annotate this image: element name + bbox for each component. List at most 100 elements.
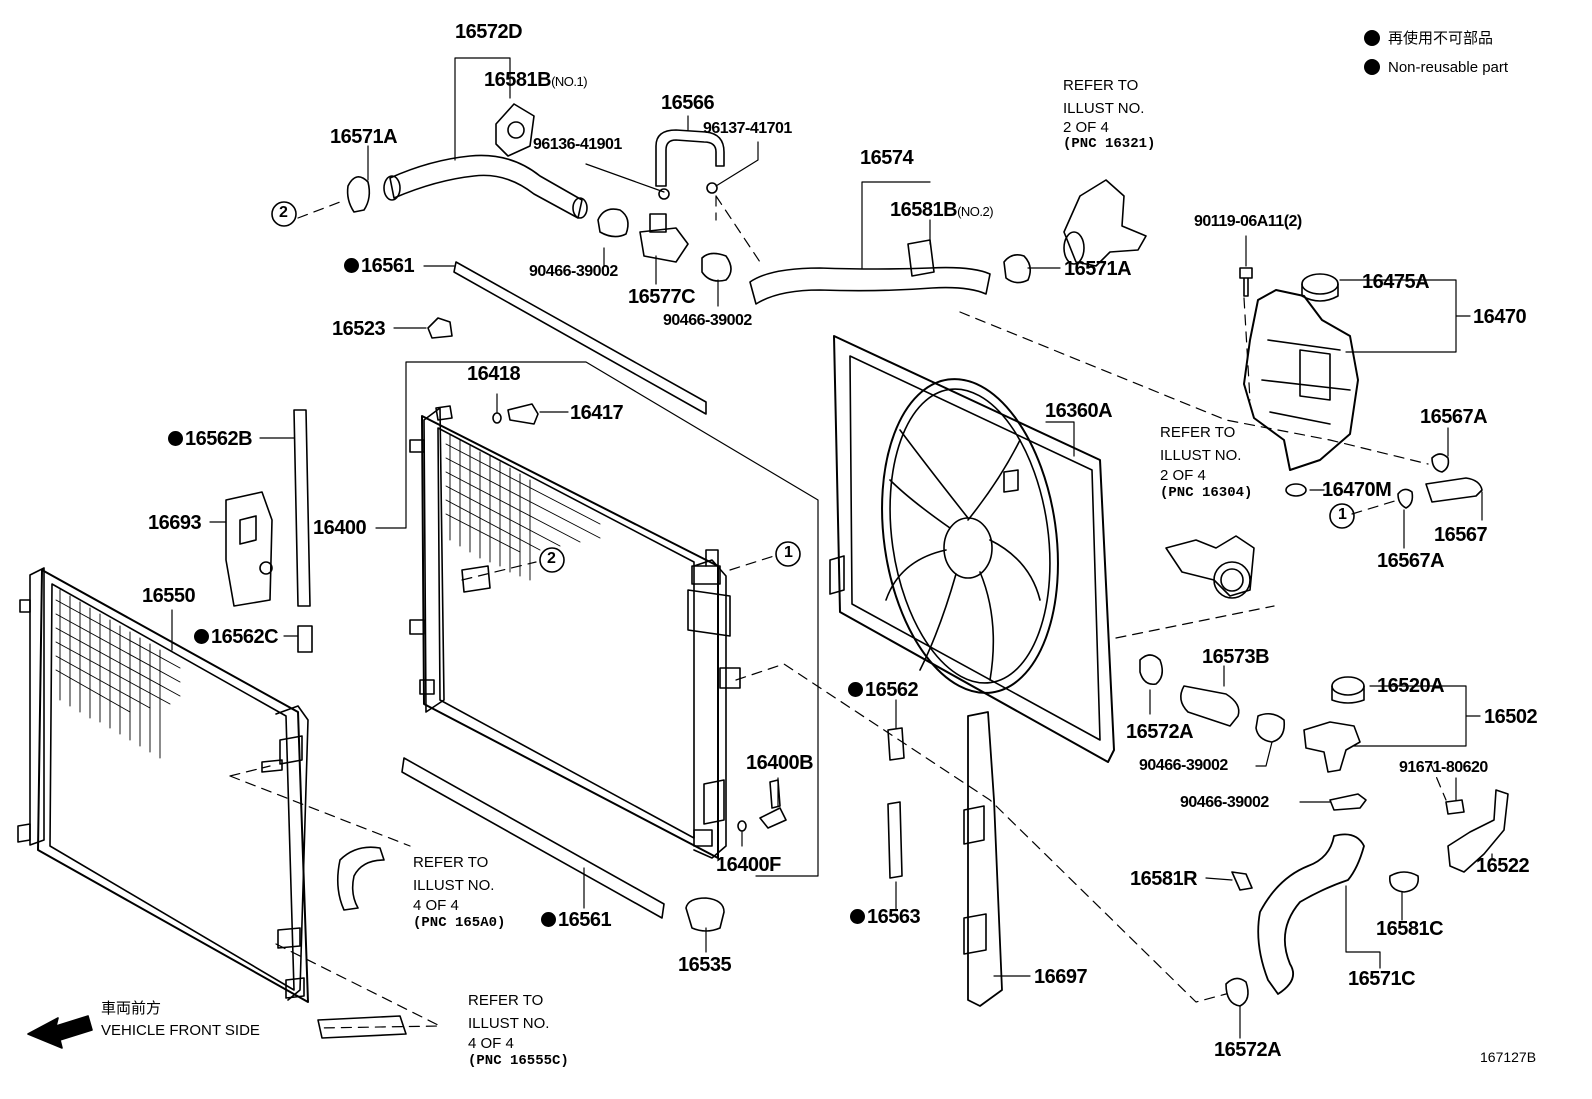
label-16520a[interactable]: 16520A [1377, 675, 1445, 697]
pipe-16502 [1303, 721, 1361, 773]
label-16574[interactable]: 16574 [860, 147, 914, 169]
label-96137-41701[interactable]: 96137-41701 [703, 120, 792, 137]
label-16566[interactable]: 16566 [661, 92, 715, 114]
label-16502[interactable]: 16502 [1484, 706, 1538, 728]
cap-16535 [685, 897, 725, 932]
clamp-90466-b [701, 252, 732, 282]
label-16418[interactable]: 16418 [467, 363, 521, 385]
clamp-16567a-bot [1397, 488, 1414, 509]
label-16522[interactable]: 16522 [1476, 855, 1530, 877]
label-16562b[interactable]: 16562B [168, 428, 253, 450]
refer-note-165a0: REFER TO ILLUST NO. 4 OF 4 (PNC 165A0) [413, 851, 505, 931]
label-16562c-num: 16562C [211, 626, 279, 648]
fan-shroud-drawing [829, 335, 1115, 763]
label-96136-41901[interactable]: 96136-41901 [533, 136, 622, 153]
label-16475a[interactable]: 16475A [1362, 271, 1430, 293]
hose-165a0 [336, 846, 385, 911]
clamp-90466-a [597, 208, 629, 238]
seal-strip-16562b [293, 409, 311, 607]
hose-16574 [749, 266, 991, 305]
label-90466-39002-b[interactable]: 90466-39002 [663, 312, 752, 329]
label-16561-top[interactable]: 16561 [344, 256, 415, 276]
label-16417[interactable]: 16417 [570, 402, 624, 424]
label-16572a-bottom[interactable]: 16572A [1214, 1039, 1282, 1061]
clamp-90466-d [1329, 793, 1367, 811]
refer-line: 2 OF 4 [1063, 119, 1109, 136]
label-16572a-mid[interactable]: 16572A [1126, 721, 1194, 743]
label-16581b-no2[interactable]: 16581B(NO.2) [890, 200, 994, 220]
hose-16572d [389, 154, 583, 219]
legend-row-en: Non-reusable part [1364, 53, 1508, 82]
cap-16520a [1331, 676, 1365, 696]
label-90466-39002-d[interactable]: 90466-39002 [1180, 794, 1269, 811]
refer-line: ILLUST NO. [413, 877, 495, 894]
label-16562-num: 16562 [865, 679, 919, 701]
label-16571c[interactable]: 16571C [1348, 968, 1416, 990]
label-16400[interactable]: 16400 [313, 517, 367, 539]
refer-line: REFER TO [413, 854, 489, 871]
clamp-90466-c [1255, 712, 1286, 743]
radiator-drawing [409, 405, 741, 859]
label-16563[interactable]: 16563 [850, 907, 921, 927]
block-16562c [297, 625, 313, 653]
cap-16470m [1285, 483, 1307, 497]
refer-pnc[interactable]: (PNC 16321) [1063, 136, 1156, 152]
refer-pnc[interactable]: (PNC 165A0) [413, 915, 506, 931]
label-16562[interactable]: 16562 [848, 679, 919, 701]
legend: 再使用不可部品 Non-reusable part [1364, 24, 1508, 82]
label-16400b[interactable]: 16400B [746, 752, 814, 774]
label-16470m[interactable]: 16470M [1322, 479, 1392, 501]
label-90466-39002-a[interactable]: 90466-39002 [529, 263, 618, 280]
vehicle-front-jp: 車両前方 [101, 1000, 162, 1017]
clamp-16572a-bot [1225, 977, 1249, 1007]
non-reusable-dot-icon [194, 629, 209, 644]
clamp-16571a-left [346, 176, 371, 213]
brace-16697 [967, 711, 1003, 1007]
refer-pnc[interactable]: (PNC 16304) [1160, 485, 1253, 501]
outlet-16304 [1165, 535, 1255, 597]
label-16581c[interactable]: 16581C [1376, 918, 1444, 940]
refer-line: ILLUST NO. [1063, 100, 1145, 117]
label-16577c[interactable]: 16577C [628, 286, 696, 308]
label-16697[interactable]: 16697 [1034, 966, 1088, 988]
label-90119-06a11[interactable]: 90119-06A11(2) [1194, 213, 1302, 230]
label-90466-39002-c[interactable]: 90466-39002 [1139, 757, 1228, 774]
gasket-16581b-no2 [907, 239, 935, 277]
label-16470[interactable]: 16470 [1473, 306, 1527, 328]
refer-pnc[interactable]: (PNC 16555C) [468, 1053, 569, 1069]
legend-row-jp: 再使用不可部品 [1364, 24, 1508, 53]
cock-16400b [759, 807, 787, 829]
label-16581b-no1[interactable]: 16581B(NO.1) [484, 70, 588, 90]
vehicle-front-label: 車両前方 VEHICLE FRONT SIDE [101, 998, 260, 1042]
label-16572d[interactable]: 16572D [455, 21, 523, 43]
label-16581r[interactable]: 16581R [1130, 868, 1198, 890]
refer-note-16304: REFER TO ILLUST NO. 2 OF 4 (PNC 16304) [1160, 421, 1252, 501]
legend-en-text: Non-reusable part [1388, 59, 1509, 76]
legend-jp-text: 再使用不可部品 [1388, 30, 1494, 47]
label-16573b[interactable]: 16573B [1202, 646, 1270, 668]
label-16567a-bottom[interactable]: 16567A [1377, 550, 1445, 572]
label-16400f[interactable]: 16400F [716, 854, 781, 876]
non-reusable-dot-icon [1364, 59, 1380, 75]
label-16523[interactable]: 16523 [332, 318, 386, 340]
label-16360a[interactable]: 16360A [1045, 400, 1113, 422]
clamp-16571a-right [1003, 254, 1032, 284]
label-16567a-top[interactable]: 16567A [1420, 406, 1488, 428]
label-16535[interactable]: 16535 [678, 954, 732, 976]
label-16561-bottom[interactable]: 16561 [541, 910, 612, 930]
label-16571a-left[interactable]: 16571A [330, 126, 398, 148]
callout-2-top: 2 [279, 204, 288, 221]
reservoir-16470 [1243, 289, 1359, 471]
callout-circle-2-mid [539, 547, 565, 573]
label-16562b-num: 16562B [185, 428, 253, 450]
label-16567[interactable]: 16567 [1434, 524, 1488, 546]
label-16693[interactable]: 16693 [148, 512, 202, 534]
label-16562c[interactable]: 16562C [194, 626, 279, 648]
non-reusable-dot-icon [168, 431, 183, 446]
seal-strip-top [453, 261, 707, 415]
label-16550[interactable]: 16550 [142, 585, 196, 607]
label-91671-80620[interactable]: 91671-80620 [1399, 759, 1488, 776]
label-16571a-right[interactable]: 16571A [1064, 258, 1132, 280]
refer-line: ILLUST NO. [1160, 447, 1242, 464]
